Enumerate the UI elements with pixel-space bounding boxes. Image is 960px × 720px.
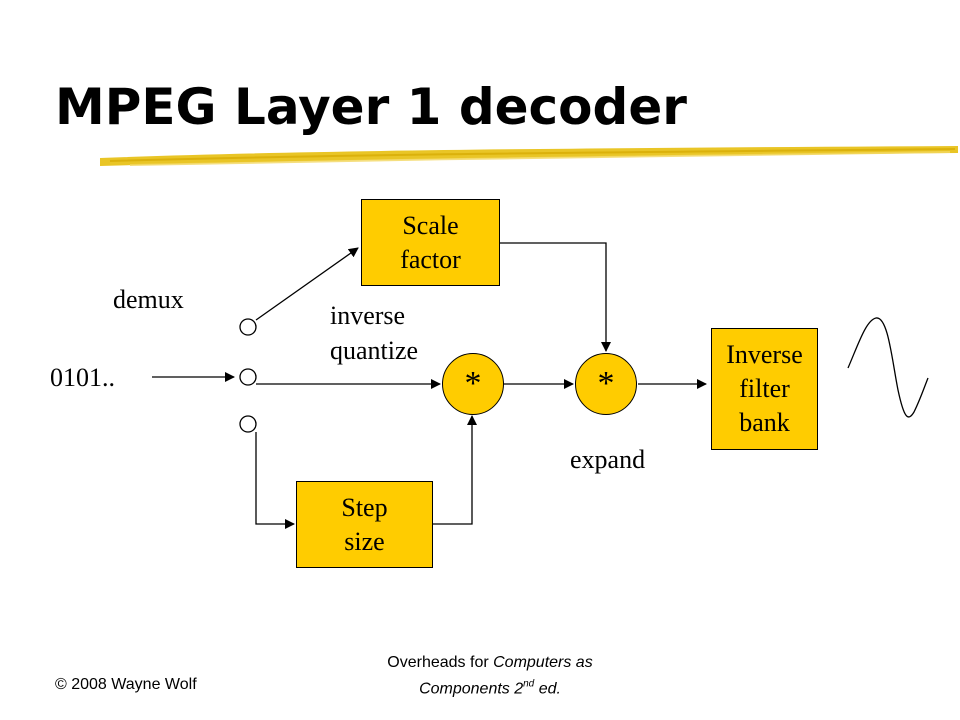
expand-label: expand — [570, 445, 646, 474]
multiplier-1: * — [442, 353, 504, 415]
source-citation: Overheads for Computers as Components 2n… — [300, 652, 680, 700]
source-line1: Overheads for Computers as — [300, 652, 680, 674]
scale-factor-block: Scale factor — [361, 199, 500, 286]
arrow-to-scale-factor — [255, 247, 359, 321]
source-superscript: nd — [523, 679, 535, 690]
inverse-quantize-label-line1: inverse — [330, 301, 406, 330]
inverse-filter-bank-block: Inverse filter bank — [711, 328, 818, 450]
demux-terminal-middle — [239, 368, 257, 386]
multiplier-2: * — [575, 353, 637, 415]
output-waveform-icon — [847, 317, 929, 418]
source-title-part1: Computers as — [493, 654, 593, 671]
arrow-scale-to-multiplier-2 — [499, 242, 611, 352]
inverse-filter-line1: Inverse — [726, 340, 803, 369]
scale-factor-line1: Scale — [402, 210, 459, 240]
step-size-line2: size — [344, 526, 385, 556]
arrow-to-step-size — [255, 432, 295, 529]
source-title-part2: Components 2 — [419, 680, 524, 698]
source-prefix: Overheads for — [387, 654, 494, 671]
demux-terminal-top — [239, 318, 257, 336]
input-bitstream-label: 0101.. — [50, 363, 115, 392]
inverse-filter-line2: filter — [739, 374, 790, 403]
inverse-quantize-label-line2: quantize — [330, 336, 419, 365]
step-size-block: Step size — [296, 481, 433, 568]
inverse-filter-line3: bank — [739, 408, 790, 437]
title-underline — [100, 146, 958, 166]
multiplier-2-symbol: * — [597, 365, 615, 402]
scale-factor-line2: factor — [400, 244, 461, 274]
arrow-step-to-multiplier-1 — [432, 415, 477, 525]
multiplier-1-symbol: * — [464, 365, 482, 402]
step-size-line1: Step — [341, 492, 388, 522]
source-line2: Components 2nd ed. — [300, 674, 680, 700]
demux-label: demux — [113, 285, 184, 314]
demux-terminal-bottom — [239, 415, 257, 433]
source-suffix: ed. — [534, 680, 561, 698]
page-title: MPEG Layer 1 decoder — [55, 78, 687, 136]
copyright-text: © 2008 Wayne Wolf — [55, 676, 197, 693]
